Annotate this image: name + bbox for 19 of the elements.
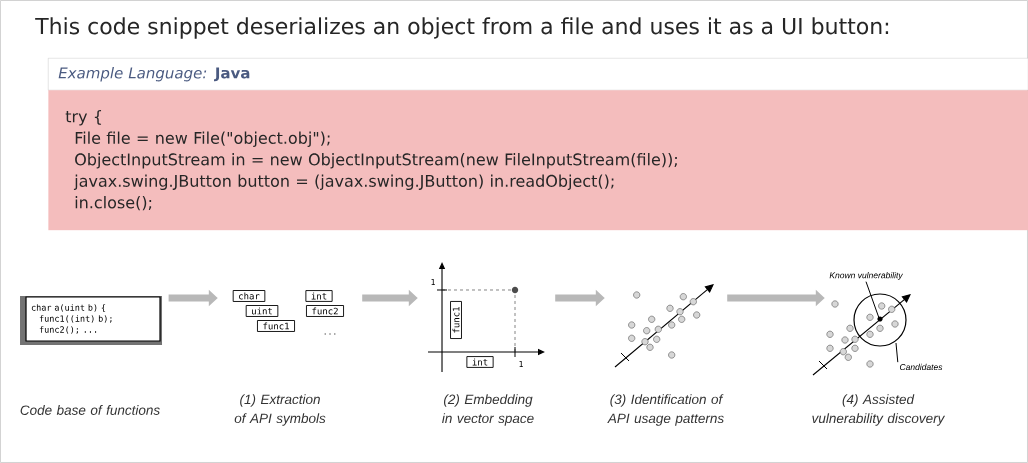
callout-text: Known vulnerability (829, 272, 903, 280)
token-box: func1 (450, 301, 462, 339)
token-box: uint (245, 305, 279, 317)
leader-line (895, 342, 899, 363)
title: This code snippet deserializes an object from a file and uses it as a UI button: (35, 17, 889, 39)
token-box: char (232, 290, 266, 302)
token-box: func1 (257, 320, 295, 332)
code-block: try { File file = new File("object.obj"); ObjectInputStream in = new ObjectInputStream(new FileInputStream(file)); javax.swing.JButton button = (javax.swing.JButton) in.readObject(); in.close(); (48, 90, 1028, 231)
code-card: char a(uint b) { func1((int) b); func2(); ... (20, 296, 162, 345)
axis-label: 1 (519, 361, 523, 367)
callout-text: Candidates (899, 363, 943, 371)
language-header: Example Language: Java (48, 58, 1028, 91)
axis-label: 1 (431, 279, 435, 285)
token-box: func2 (306, 305, 344, 317)
stage-caption: (1) Extraction of API symbols (234, 394, 326, 426)
scatter-plot-drawing (614, 284, 714, 368)
token-box: int (305, 290, 333, 302)
token-box: int (466, 356, 494, 368)
stage-caption: Code base of functions (20, 405, 160, 415)
